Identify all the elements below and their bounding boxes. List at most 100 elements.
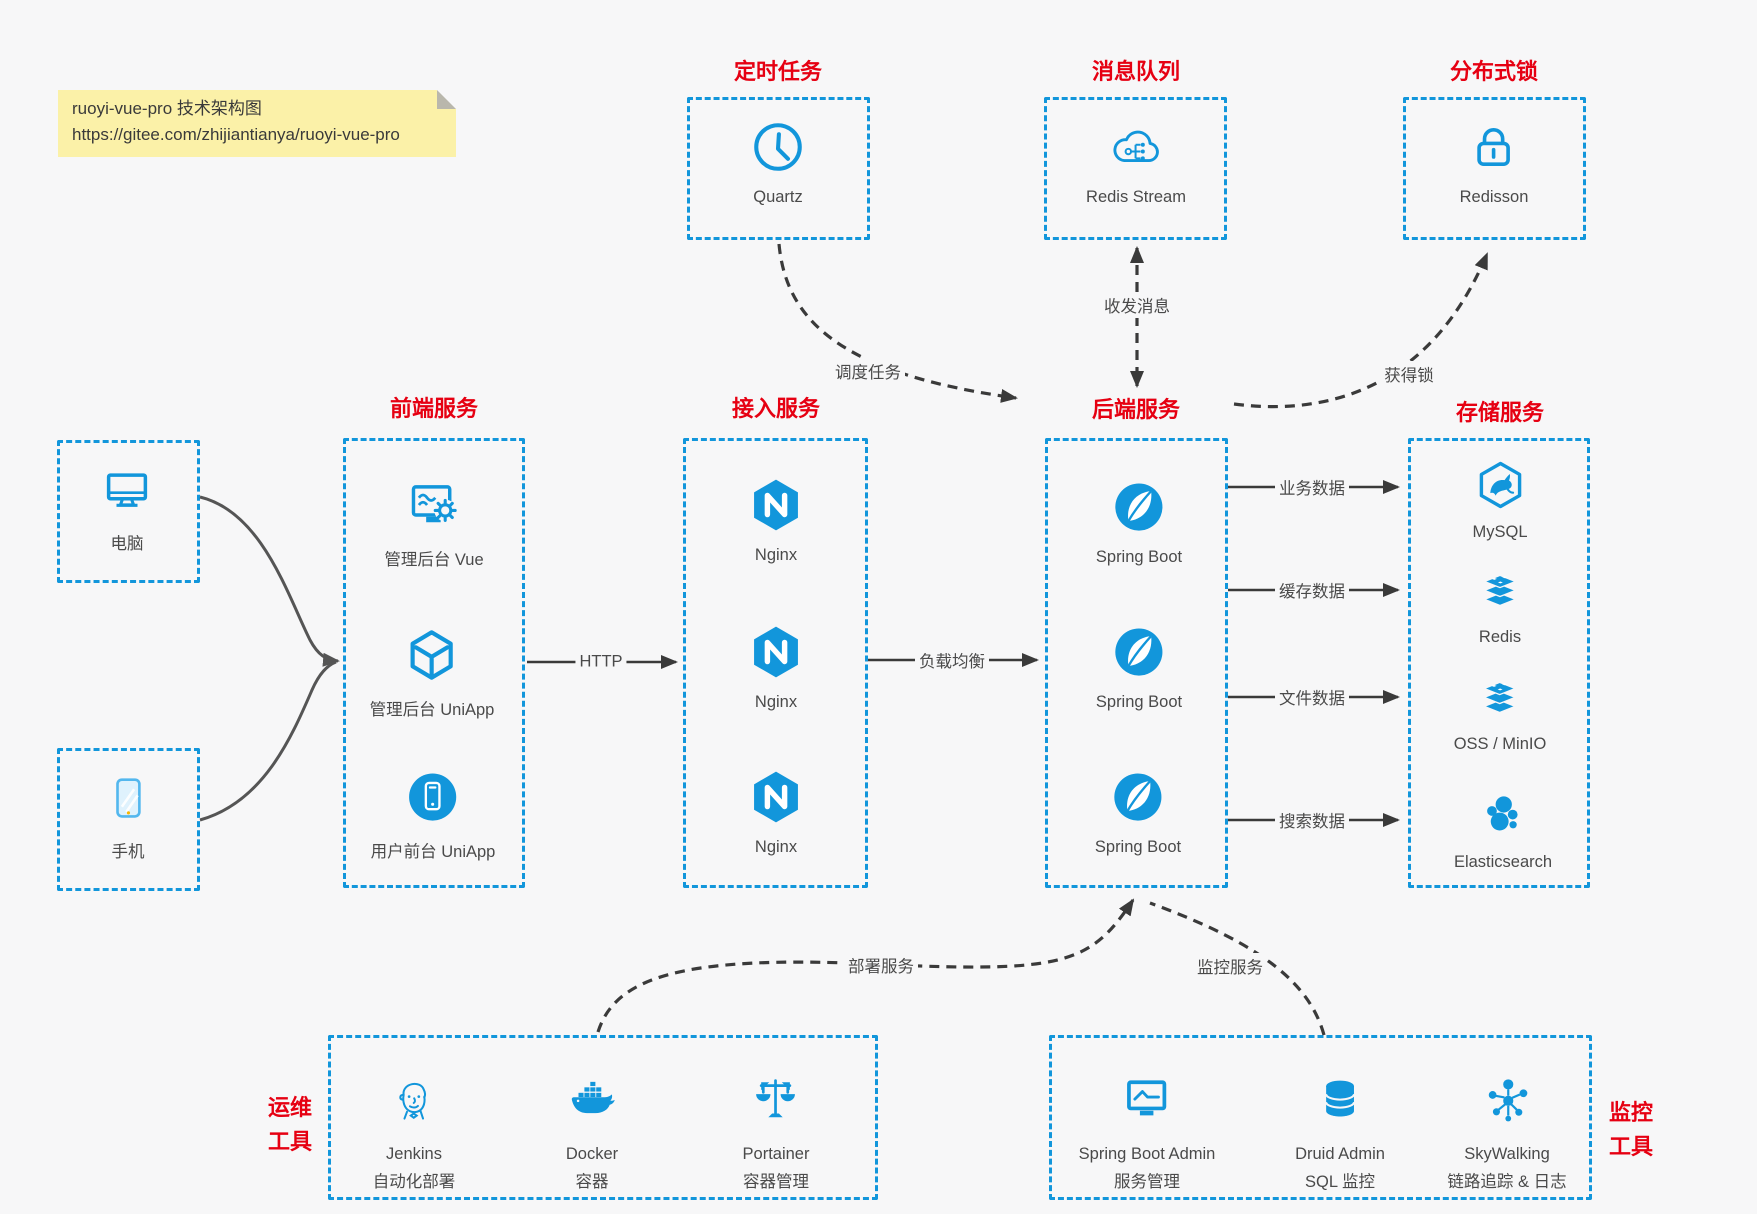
arrow-deploy [596, 898, 1135, 1033]
node-sublabel: SQL 监控 [1305, 1173, 1375, 1191]
node-mysql: MySQL [1472, 459, 1528, 542]
group-title-storage: 存储服务 [1455, 400, 1545, 425]
skywalking-icon [1480, 1073, 1534, 1127]
node-spring-boot-admin: Spring Boot Admin 服务管理 [1078, 1073, 1216, 1192]
group-box-dlock [1403, 97, 1586, 240]
connector-label-schedule: 调度任务 [831, 358, 905, 384]
smartphone-icon [100, 770, 156, 826]
node-sublabel: 自动化部署 [372, 1173, 456, 1191]
node-label: Elasticsearch [1453, 853, 1553, 871]
node-label: Spring Boot Admin [1078, 1145, 1216, 1163]
elasticsearch-icon [1477, 789, 1529, 841]
node-label: Spring Boot [1095, 693, 1183, 711]
group-box-storage [1408, 438, 1590, 888]
node-admin-vue: 管理后台 Vue [384, 476, 484, 570]
spring-icon [1110, 623, 1168, 681]
node-label: 管理后台 UniApp [369, 701, 495, 719]
arrow-schedule [777, 243, 1018, 403]
connector-label-acquire-lock: 获得锁 [1380, 361, 1438, 387]
connector-label-file-data: 文件数据 [1275, 684, 1349, 710]
node-sublabel: 容器 [575, 1173, 609, 1191]
group-title-dlock: 分布式锁 [1449, 59, 1539, 84]
group-box-gateway [683, 438, 868, 888]
node-label: Jenkins [386, 1145, 442, 1163]
node-skywalking: SkyWalking 链路追踪 & 日志 [1447, 1073, 1567, 1192]
connector-label-monitor: 监控服务 [1193, 953, 1267, 979]
spring-icon [1109, 768, 1167, 826]
admin-vue-icon [405, 476, 463, 534]
redis-icon [1474, 564, 1526, 616]
desktop-icon [99, 462, 155, 518]
group-box-client-phone [57, 748, 200, 891]
node-label: Druid Admin [1295, 1145, 1385, 1163]
node-label: Docker [565, 1145, 619, 1163]
node-label: SkyWalking [1464, 1145, 1550, 1163]
arrow-pc-frontend [199, 495, 340, 667]
group-title-monitoring: 监控 工具 [1608, 1099, 1654, 1159]
node-label: Redisson [1459, 188, 1529, 206]
node-redis: Redis [1474, 564, 1526, 647]
nginx-icon [747, 476, 805, 534]
connector-label-business-data: 业务数据 [1275, 474, 1349, 500]
node-druid-admin: Druid Admin SQL 监控 [1295, 1073, 1385, 1192]
connector-label-load-balance: 负载均衡 [915, 647, 989, 673]
node-label: 用户前台 UniApp [370, 843, 496, 861]
oss-icon [1474, 671, 1526, 723]
clock-icon [749, 118, 807, 176]
node-oss-minio: OSS / MinIO [1453, 671, 1547, 754]
arrow-acquire-lock [1233, 252, 1489, 409]
connector-label-search-data: 搜索数据 [1275, 807, 1349, 833]
connector-label-http: HTTP [575, 651, 627, 673]
group-title-scheduler: 定时任务 [733, 59, 823, 84]
note-title: ruoyi-vue-pro 技术架构图 [72, 99, 262, 118]
cloud-stream-icon [1107, 118, 1165, 176]
connector-label-deploy: 部署服务 [844, 952, 918, 978]
spring-icon [1110, 478, 1168, 536]
group-title-gateway: 接入服务 [731, 396, 821, 421]
group-title-devops: 运维 工具 [267, 1094, 313, 1154]
node-spring-boot-3: Spring Boot [1095, 768, 1181, 857]
mobile-app-icon [404, 768, 462, 826]
group-title-backend: 后端服务 [1091, 397, 1181, 422]
group-box-frontend [343, 438, 525, 888]
cube-icon [403, 626, 461, 684]
nginx-icon [747, 623, 805, 681]
node-phone: 手机 [100, 770, 156, 862]
sticky-note: ruoyi-vue-pro 技术架构图 https://gitee.com/zh… [58, 90, 456, 157]
node-docker: Docker 容器 [565, 1073, 619, 1192]
node-label: 手机 [111, 843, 145, 861]
docker-icon [565, 1073, 619, 1127]
node-sublabel: 链路追踪 & 日志 [1447, 1173, 1567, 1191]
node-spring-boot-1: Spring Boot [1096, 478, 1182, 567]
druid-icon [1313, 1073, 1367, 1127]
node-label: MySQL [1472, 523, 1528, 541]
group-box-monitoring [1049, 1035, 1592, 1200]
nginx-icon [747, 768, 805, 826]
jenkins-icon [387, 1073, 441, 1127]
node-label: Nginx [754, 693, 798, 711]
node-label: Redis Stream [1086, 188, 1186, 206]
connector-label-messages: 收发消息 [1100, 292, 1174, 318]
group-box-mq [1044, 97, 1227, 240]
node-admin-uniapp: 管理后台 UniApp [369, 626, 495, 720]
node-label: 管理后台 Vue [384, 551, 484, 569]
connector-label-cache-data: 缓存数据 [1275, 577, 1349, 603]
portainer-icon [749, 1073, 803, 1127]
node-nginx-3: Nginx [747, 768, 805, 857]
group-title-frontend: 前端服务 [389, 396, 479, 421]
node-label: Redis [1478, 628, 1522, 646]
node-spring-boot-2: Spring Boot [1096, 623, 1182, 712]
node-pc: 电脑 [99, 462, 155, 554]
node-sublabel: 容器管理 [742, 1173, 809, 1191]
node-user-uniapp: 用户前台 UniApp [370, 768, 496, 862]
node-label: Spring Boot [1094, 838, 1182, 856]
node-redis-stream: Redis Stream [1086, 118, 1186, 207]
node-label: Spring Boot [1095, 548, 1183, 566]
node-label: Portainer [742, 1145, 810, 1163]
node-redisson: Redisson [1459, 118, 1529, 207]
node-label: 电脑 [110, 535, 144, 553]
node-portainer: Portainer 容器管理 [742, 1073, 810, 1192]
mysql-icon [1474, 459, 1526, 511]
node-label: OSS / MinIO [1453, 735, 1547, 753]
